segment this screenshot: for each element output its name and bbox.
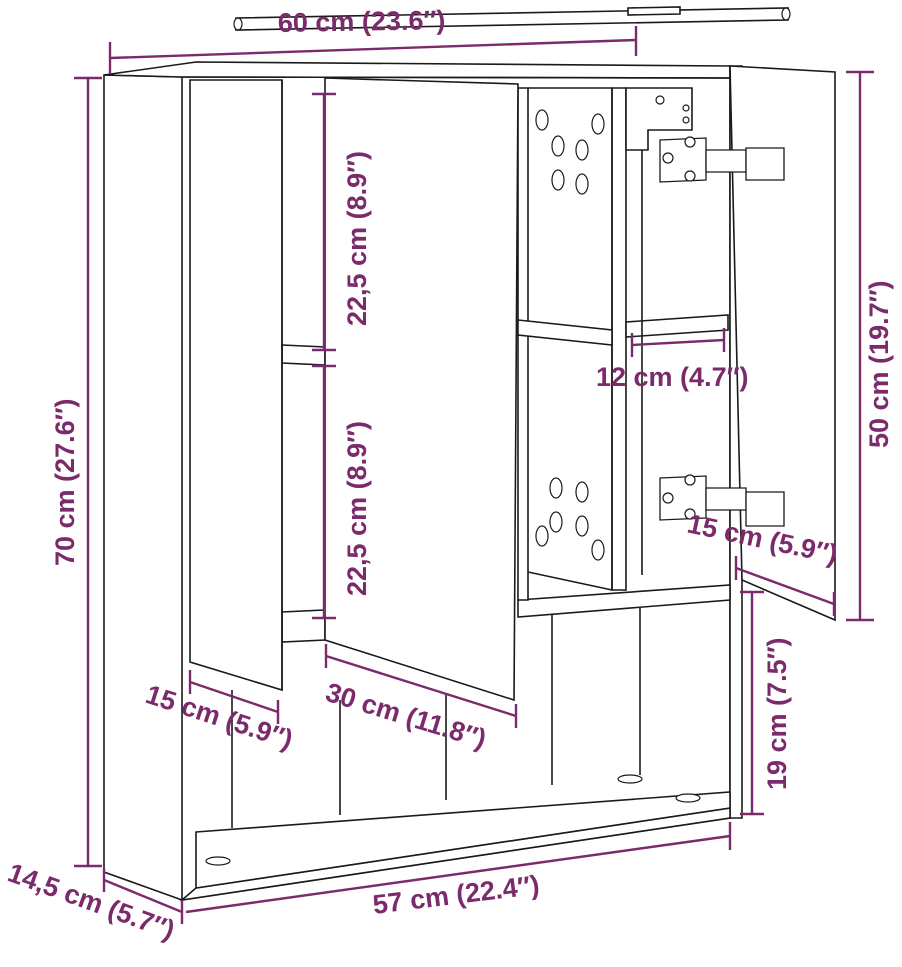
dim-line-width-bottom bbox=[185, 834, 731, 914]
label-width-top: 60 cm (23.6″) bbox=[278, 5, 446, 38]
label-shelf-upper: 22,5 cm (8.9″) bbox=[342, 151, 372, 326]
left-side-panel bbox=[103, 74, 183, 902]
hinge-icon bbox=[659, 136, 785, 183]
cabinet-body bbox=[103, 61, 743, 902]
bottom-hole-mid bbox=[617, 774, 643, 784]
dim-line-door-left bbox=[189, 680, 279, 714]
dim-line-door-mid bbox=[325, 654, 517, 718]
label-bottom-height: 19 cm (7.5″) bbox=[762, 637, 792, 790]
middle-shelf-left bbox=[281, 609, 326, 643]
middle-shelf bbox=[517, 584, 731, 618]
center-divider bbox=[517, 87, 529, 601]
inner-shelf-center bbox=[517, 319, 613, 346]
dim-line-depth bbox=[103, 878, 183, 914]
right-divider bbox=[611, 87, 627, 591]
dim-line-width-top bbox=[109, 38, 637, 60]
mounting-rail-icon bbox=[233, 6, 791, 31]
right-door bbox=[729, 65, 836, 622]
label-width-bottom: 57 cm (22.4″) bbox=[371, 870, 541, 920]
bottom-hole-left bbox=[205, 856, 231, 866]
bottom-shelf-surface bbox=[195, 791, 731, 889]
top-panel bbox=[103, 61, 731, 79]
label-inner: 12 cm (4.7″) bbox=[596, 362, 749, 392]
label-door-height: 50 cm (19.7″) bbox=[864, 280, 894, 448]
perforation-holes bbox=[535, 109, 605, 561]
label-height-total: 70 cm (27.6″) bbox=[50, 398, 80, 566]
wall-bracket-icon bbox=[625, 87, 693, 151]
bottom-hole-right bbox=[675, 793, 701, 803]
dim-line-door-right bbox=[735, 566, 835, 606]
label-shelf-lower: 22,5 cm (8.9″) bbox=[342, 421, 372, 596]
hinge-icon bbox=[659, 474, 785, 527]
inner-shelf-left bbox=[281, 344, 326, 366]
left-door bbox=[189, 79, 283, 692]
dim-line-inner bbox=[631, 338, 725, 347]
inner-shelf-right bbox=[625, 314, 729, 338]
label-door-mid: 30 cm (11.8″) bbox=[322, 677, 490, 754]
